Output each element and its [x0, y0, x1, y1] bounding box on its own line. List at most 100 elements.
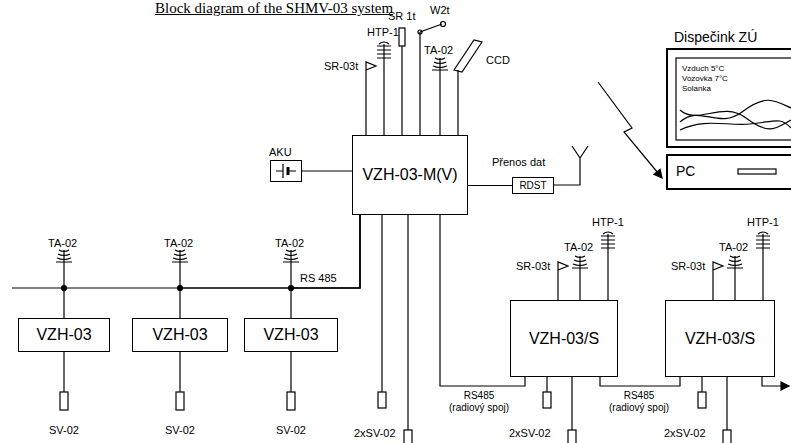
node-heading: Dispečink ZÚ	[674, 29, 757, 45]
station-sensors	[762, 250, 763, 300]
sensor-label: SR-03t	[671, 260, 705, 273]
station-sensors	[723, 430, 731, 443]
station-sensors	[781, 382, 789, 390]
station-sensors	[734, 268, 735, 300]
sensor-label: 2xSV-02	[509, 427, 551, 440]
station-sensors	[756, 232, 770, 250]
unit-sensors	[404, 430, 412, 443]
diagram-title: Block diagram of the SHMV-03 system	[155, 0, 393, 17]
monitor-screen	[676, 58, 791, 140]
main-sensors	[432, 58, 448, 70]
unit-sensors	[63, 262, 64, 288]
sensor-label: TA-02	[48, 237, 77, 250]
unit-sensors	[60, 392, 68, 410]
sensor-label: 2xSV-02	[354, 427, 396, 440]
battery-symbol	[287, 167, 290, 175]
node-label: VZH-03/S	[685, 330, 755, 348]
unit-sensors	[172, 250, 188, 262]
node-label: VZH-03	[263, 326, 318, 344]
main-sensors	[439, 70, 440, 135]
screen-text: Vozovka 7°C	[682, 74, 728, 83]
station-sensors	[698, 392, 706, 408]
screen-text: Vzduch 5°C	[682, 64, 724, 73]
monitor-box: Dispečink ZÚ	[666, 48, 791, 148]
sensor-label: TA-02	[275, 237, 304, 250]
node-label: RDST	[519, 180, 546, 191]
sensor-label: HTP-1	[592, 216, 624, 229]
sensor-label: TA-02	[164, 237, 193, 250]
main-sensors	[457, 70, 458, 135]
sensor-label: SR-03t	[324, 60, 358, 73]
unit-sensors	[176, 392, 184, 410]
battery-symbol	[276, 164, 296, 178]
station-sensors	[546, 377, 547, 392]
station-sensors	[579, 268, 580, 300]
station-sensors	[726, 377, 727, 430]
main-sensors	[366, 62, 376, 135]
station-sensors	[571, 377, 572, 430]
main-sensors	[420, 24, 442, 135]
station-sensors	[543, 392, 551, 408]
node-label: VZH-03-M(V)	[362, 166, 457, 184]
unit-sensors	[290, 262, 291, 288]
monitor-screen	[680, 110, 791, 129]
sensor-label: SV-02	[276, 424, 306, 437]
unit-sensors	[287, 392, 295, 410]
sensor-label: TA-02	[719, 241, 748, 254]
unit-sensors	[407, 215, 408, 430]
main-sensors	[377, 42, 391, 60]
station-sensors	[713, 262, 723, 300]
unit-sensors	[179, 262, 180, 288]
station-sensors	[601, 232, 615, 250]
station-box: VZH-03/S	[665, 300, 775, 377]
radio-link-arrow	[598, 82, 658, 173]
sensor-label: 2xSV-02	[664, 427, 706, 440]
station-sensors	[762, 377, 782, 386]
sensor-label: TA-02	[424, 44, 453, 57]
node-heading: AKU	[269, 146, 292, 158]
unit-sensors	[63, 352, 64, 392]
battery-box: AKU	[270, 160, 302, 182]
monitor-screen	[738, 169, 776, 174]
node-label: PC	[676, 164, 695, 179]
sensor-label: HTP-1	[747, 216, 779, 229]
unit-sensors	[179, 352, 180, 392]
link-label: RS485 (radiový spoj)	[606, 390, 672, 413]
unit-box: VZH-03	[244, 318, 338, 352]
sensor-label: CCD	[486, 54, 510, 67]
radio-modem-box: RDST	[512, 177, 554, 194]
link-label: RS485 (radiový spoj)	[446, 390, 512, 413]
unit-box: VZH-03	[132, 318, 228, 352]
station-sensors	[727, 256, 743, 268]
screen-text: Solanka	[682, 84, 711, 93]
main-sensors	[401, 46, 402, 135]
monitor-screen	[676, 58, 791, 174]
unit-box: VZH-03	[18, 318, 110, 352]
unit-sensors	[378, 392, 386, 408]
connector-line	[180, 215, 360, 318]
node-label: VZH-03	[152, 326, 207, 344]
connector-line	[291, 215, 360, 318]
connector-line	[468, 185, 512, 186]
radio-link-arrow	[598, 82, 662, 178]
pc-box: PC	[666, 154, 791, 190]
station-sensors	[607, 250, 608, 300]
sensor-label: W2t	[430, 4, 450, 17]
sensor-label: SV-02	[49, 424, 79, 437]
unit-sensors	[290, 352, 291, 392]
battery-symbol	[276, 164, 296, 178]
station-sensors	[572, 256, 588, 268]
node-label: VZH-03	[36, 326, 91, 344]
main-sensors	[399, 28, 405, 46]
monitor-screen	[680, 100, 791, 122]
main-sensors	[366, 22, 482, 136]
main-sensors	[383, 60, 384, 135]
main-sensors	[441, 22, 446, 27]
station-box: VZH-03/S	[510, 300, 618, 377]
connector-line	[600, 377, 680, 386]
main-sensors	[418, 30, 422, 34]
unit-sensors	[381, 215, 382, 392]
sensor-label: RS 485	[300, 272, 337, 285]
station-sensors	[558, 262, 568, 300]
